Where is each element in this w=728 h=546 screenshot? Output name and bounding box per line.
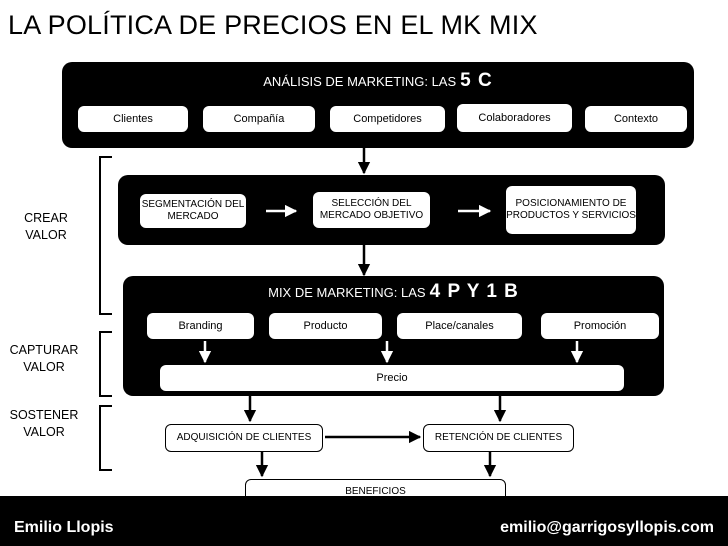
- side-label-sustain-line2: VALOR: [23, 425, 65, 439]
- footer-author: Emilio Llopis: [14, 519, 114, 536]
- side-label-create: CREAR VALOR: [12, 210, 80, 244]
- side-label-capture-line1: CAPTURAR: [9, 343, 79, 357]
- analysis-item-contexto: Contexto: [585, 106, 687, 132]
- analysis-item-competidores: Competidores: [330, 106, 445, 132]
- acquisition-text: ADQUISICIÓN DE CLIENTES: [176, 432, 312, 443]
- analysis-title-text: ANÁLISIS DE MARKETING: LAS: [263, 74, 457, 89]
- footer-email: emilio@garrigosyllopis.com: [500, 519, 714, 536]
- bracket-capture: [99, 331, 112, 397]
- footer-bar: [0, 496, 728, 546]
- side-label-sustain-line1: SOSTENER: [9, 408, 79, 422]
- page-title: LA POLÍTICA DE PRECIOS EN EL MK MIX: [8, 10, 538, 40]
- analysis-item-colaboradores: Colaboradores: [457, 104, 572, 132]
- acquisition-box: ADQUISICIÓN DE CLIENTES: [165, 424, 323, 452]
- target-market-box: SELECCIÓN DEL MERCADO OBJETIVO: [313, 192, 430, 228]
- analysis-item-clientes: Clientes: [78, 106, 188, 132]
- benefits-text: BENEFICIOS: [345, 486, 406, 497]
- bracket-sustain: [99, 405, 112, 471]
- side-label-capture-line2: VALOR: [23, 360, 65, 374]
- retention-text: RETENCIÓN DE CLIENTES: [434, 432, 563, 443]
- retention-box: RETENCIÓN DE CLIENTES: [423, 424, 574, 452]
- positioning-box: POSICIONAMIENTO DE PRODUCTOS Y SERVICIOS: [506, 186, 636, 234]
- price-bar: Precio: [160, 365, 624, 391]
- side-label-create-line1: CREAR: [24, 211, 68, 225]
- mix-item-place: Place/canales: [397, 313, 522, 339]
- segmentation-box: SEGMENTACIÓN DEL MERCADO: [140, 194, 246, 228]
- mix-title-text: MIX DE MARKETING: LAS: [268, 285, 426, 300]
- analysis-title-big: 5 C: [460, 70, 493, 91]
- side-label-create-line2: VALOR: [25, 228, 67, 242]
- analysis-panel: [62, 62, 694, 148]
- side-label-capture: CAPTURAR VALOR: [4, 342, 84, 376]
- side-label-sustain: SOSTENER VALOR: [4, 407, 84, 441]
- analysis-item-compania: Compañía: [203, 106, 315, 132]
- bracket-create: [99, 156, 112, 315]
- mix-item-promocion: Promoción: [541, 313, 659, 339]
- mix-title-big: 4 P Y 1 B: [429, 281, 519, 302]
- mix-item-producto: Producto: [269, 313, 382, 339]
- mix-item-branding: Branding: [147, 313, 254, 339]
